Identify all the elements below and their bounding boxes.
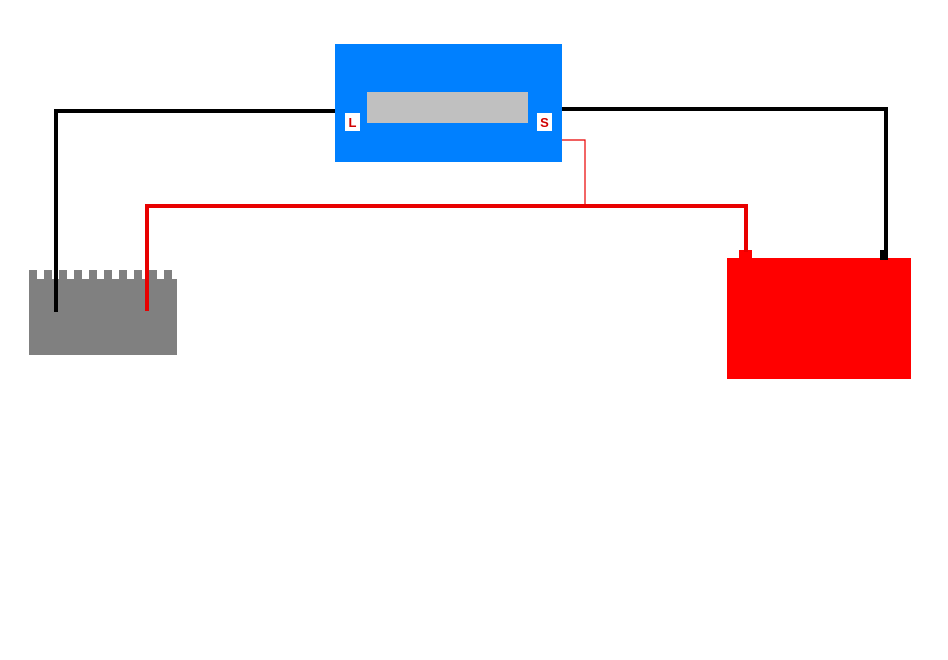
- terminal-s-label: S: [540, 115, 549, 130]
- battery-negative-post: [880, 250, 888, 260]
- terminal-s: S: [537, 113, 552, 131]
- battery-body: [727, 258, 911, 379]
- ground-tooth: [89, 270, 97, 280]
- red-wire: [145, 204, 748, 311]
- terminal-l-label: L: [349, 115, 357, 130]
- black-wire-left: [54, 109, 337, 312]
- black-wire-right: [561, 107, 888, 252]
- ground-block: [29, 270, 177, 355]
- ground-block-teeth: [29, 270, 172, 280]
- ground-tooth: [119, 270, 127, 280]
- meter: L S: [335, 44, 562, 162]
- ground-block-body: [29, 279, 177, 355]
- ground-tooth: [59, 270, 67, 280]
- meter-display: [367, 92, 528, 123]
- ground-tooth: [149, 270, 157, 280]
- sense-wire: [560, 139, 586, 205]
- battery-positive-post: [739, 250, 752, 260]
- battery: [727, 250, 911, 379]
- terminal-l-box: [345, 113, 360, 131]
- ground-tooth: [29, 270, 37, 280]
- ground-tooth: [74, 270, 82, 280]
- ground-tooth: [164, 270, 172, 280]
- ground-tooth: [104, 270, 112, 280]
- ground-tooth: [44, 270, 52, 280]
- terminal-l: L: [345, 113, 360, 131]
- ground-tooth: [134, 270, 142, 280]
- terminal-s-box: [537, 113, 552, 131]
